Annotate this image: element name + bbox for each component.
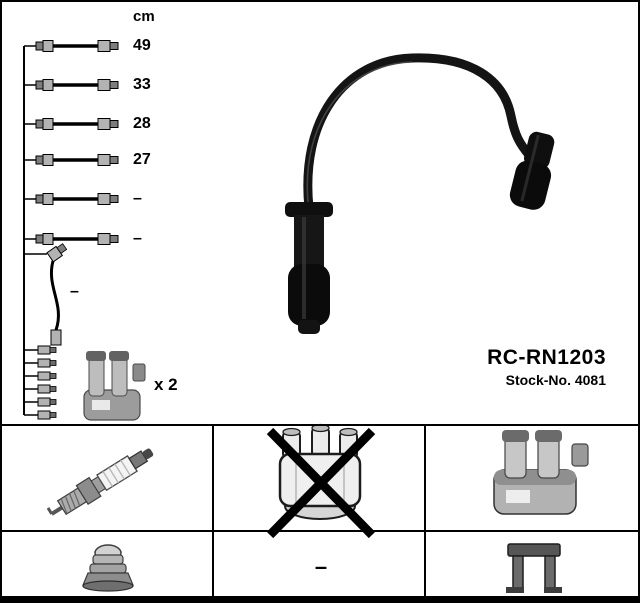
coil-quantity-label: x 2 [154,375,178,394]
grid-divider-vertical-1 [212,424,214,596]
terminal-stack-icon [37,397,57,407]
unit-header: cm [133,8,155,25]
cable-row-icon [34,116,120,132]
diagram-graphics [23,38,589,593]
cable-row-icon [34,191,120,207]
cable-length-label-1: 49 [133,37,151,54]
ignition-coil-icon [493,430,589,515]
ignition-cable-photo [285,53,555,334]
terminal-stack-icon [37,384,57,394]
bracket-connector-icon [506,543,562,593]
terminal-stack-icon [37,358,57,368]
grid-cell-dash: – [314,554,328,579]
cable-harness-schematic [23,38,146,421]
cable-row-icon [34,152,120,168]
spark-plug-icon [46,448,154,516]
cable-length-label-3: 28 [133,115,151,132]
grid-divider-horizontal-2 [2,530,638,532]
cable-row-icon [34,77,120,93]
distributor-cap-crossed-icon [266,423,376,539]
cable-length-label-4: 27 [133,151,151,168]
cable-row-icon [34,38,120,54]
cable-length-label-5: – [133,190,142,207]
long-cable-length-label: – [70,283,79,300]
cable-length-label-2: 33 [133,76,151,93]
long-cable-icon [46,243,68,346]
grid-divider-vertical-2 [424,424,426,596]
stock-number: Stock-No. 4081 [505,372,606,388]
grid-divider-horizontal-1 [2,424,638,426]
cable-row-icon [34,231,120,247]
terminal-stack-icon [37,371,57,381]
product-code: RC-RN1203 [487,346,606,369]
cable-length-label-6: – [133,230,142,247]
terminal-stack-icon [37,345,57,355]
terminal-connector-icon [82,544,134,592]
coil-pack-small-icon [83,351,146,421]
terminal-stack-icon [37,410,57,420]
